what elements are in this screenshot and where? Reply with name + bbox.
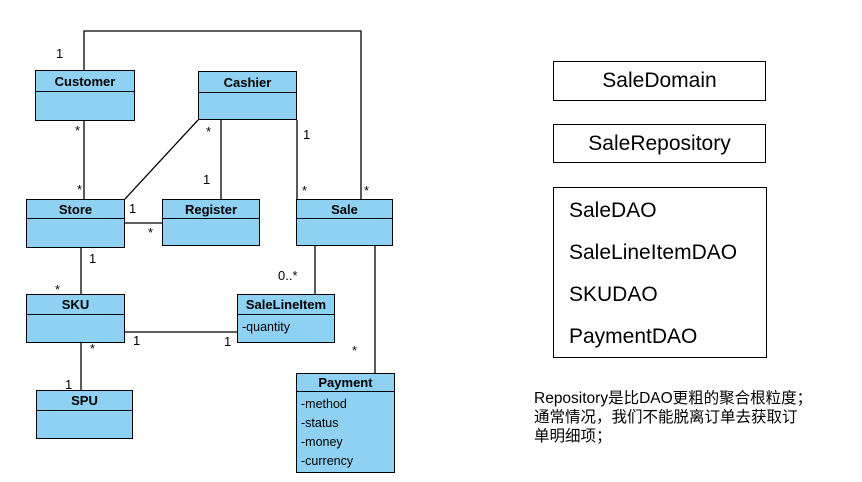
class-attribute: -status xyxy=(301,416,339,430)
class-body xyxy=(36,92,134,120)
multiplicity-label: * xyxy=(90,341,96,356)
class-attribute: -method xyxy=(301,397,347,411)
class-box-cashier: Cashier xyxy=(198,71,297,120)
multiplicity-label: * xyxy=(55,282,61,297)
multiplicity-label: 1 xyxy=(224,334,232,349)
class-title: Store xyxy=(27,200,124,219)
class-attribute: -money xyxy=(301,435,343,449)
multiplicity-label: * xyxy=(77,182,83,197)
class-title: Sale xyxy=(297,200,392,219)
dao-list-box: SaleDAO SaleLineItemDAO SKUDAO PaymentDA… xyxy=(553,187,767,358)
class-body xyxy=(297,219,392,245)
note-line: 单明细项； xyxy=(534,427,612,445)
multiplicity-label: 1 xyxy=(303,127,311,142)
note-line: Repository是比DAO更粗的聚合根粒度； xyxy=(534,390,813,407)
class-box-store: Store xyxy=(26,199,125,248)
multiplicity-label: * xyxy=(352,343,358,358)
dao-item: SKUDAO xyxy=(569,283,658,306)
class-title: SKU xyxy=(27,295,124,315)
salerepository-box: SaleRepository xyxy=(553,124,766,163)
class-body xyxy=(37,411,132,438)
dao-item: PaymentDAO xyxy=(569,325,698,348)
dao-item: SaleLineItemDAO xyxy=(569,241,738,264)
class-body xyxy=(163,219,259,245)
class-attribute: -currency xyxy=(301,454,354,468)
repository-note-text: Repository是比DAO更粗的聚合根粒度； 通常情况，我们不能脱离订单去获… xyxy=(534,390,856,446)
class-title: Customer xyxy=(36,71,134,92)
association-customer-sale xyxy=(83,30,362,199)
class-attribute: -quantity xyxy=(242,320,290,334)
multiplicity-label: * xyxy=(302,183,308,198)
class-title: SPU xyxy=(37,391,132,411)
multiplicity-label: * xyxy=(75,123,81,138)
class-box-sku: SKU xyxy=(26,294,125,343)
class-box-salelineitem: SaleLineItem -quantity xyxy=(237,294,335,343)
class-body xyxy=(199,93,296,119)
multiplicity-label: * xyxy=(148,225,154,240)
dao-item: SaleDAO xyxy=(569,199,657,222)
saledomain-box: SaleDomain xyxy=(553,61,766,101)
class-body xyxy=(27,315,124,342)
note-line: 通常情况，我们不能脱离订单去获取订 xyxy=(534,408,798,426)
multiplicity-label: 1 xyxy=(65,377,73,392)
multiplicity-label: * xyxy=(364,183,370,198)
class-title: SaleLineItem xyxy=(238,295,334,315)
multiplicity-label: 1 xyxy=(56,46,64,61)
salerepository-label: SaleRepository xyxy=(588,131,731,155)
class-box-sale: Sale xyxy=(296,199,393,246)
class-box-spu: SPU xyxy=(36,390,133,439)
multiplicity-label: 1 xyxy=(133,333,141,348)
multiplicity-label: 1 xyxy=(129,201,137,216)
multiplicity-label: * xyxy=(206,124,212,139)
class-title: Payment xyxy=(297,374,394,392)
class-title: Cashier xyxy=(199,72,296,93)
class-box-customer: Customer xyxy=(35,70,135,121)
multiplicity-label: 1 xyxy=(203,172,211,187)
class-box-register: Register xyxy=(162,199,260,246)
multiplicity-label: 0..* xyxy=(278,268,298,283)
class-body: -quantity xyxy=(238,315,334,342)
multiplicity-label: 1 xyxy=(89,251,97,266)
saledomain-label: SaleDomain xyxy=(602,69,717,92)
class-body: -method -status -money -currency xyxy=(297,392,394,472)
class-title: Register xyxy=(163,200,259,219)
association-cashier-store xyxy=(124,119,199,200)
class-body xyxy=(27,219,124,247)
class-box-payment: Payment -method -status -money -currency xyxy=(296,373,395,473)
